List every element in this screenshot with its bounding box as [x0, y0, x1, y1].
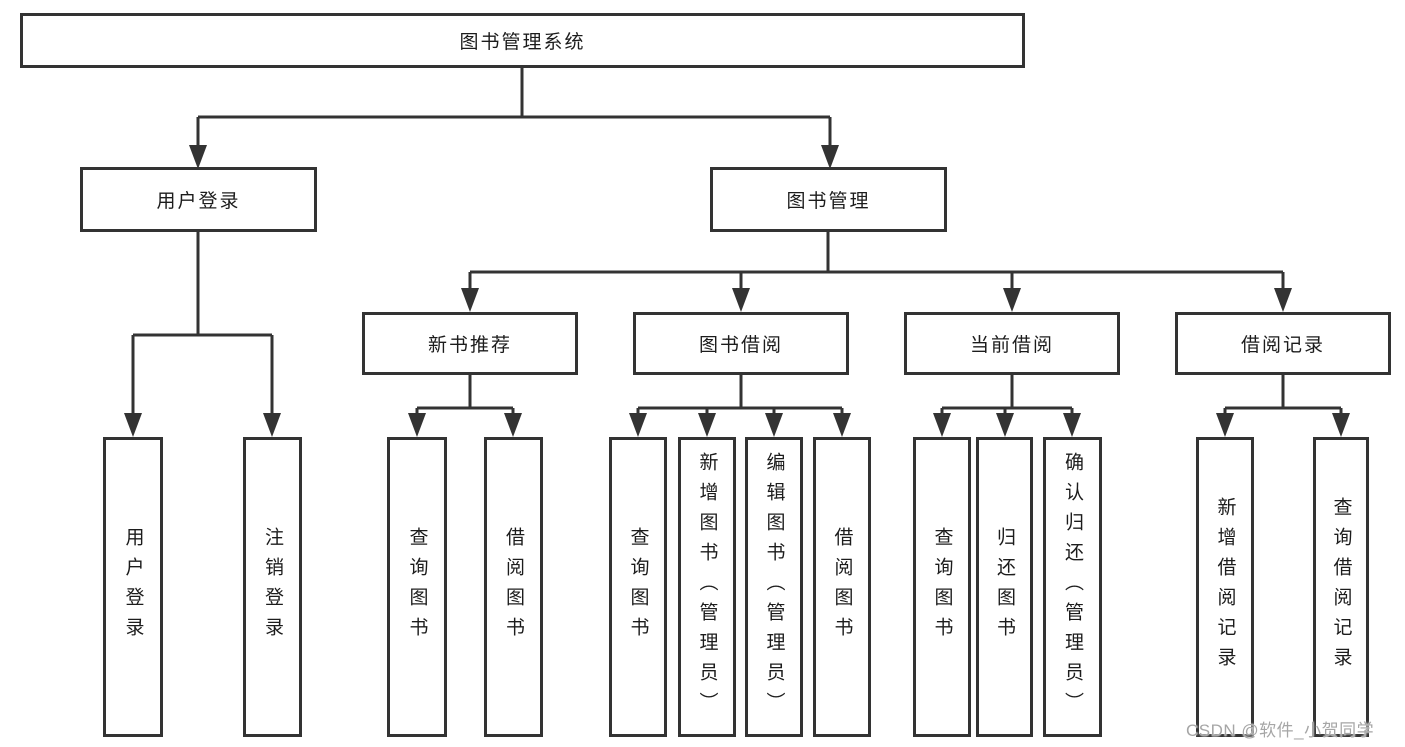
- node-label: 图书管理: [786, 191, 871, 212]
- node-label: 新书推荐: [427, 335, 512, 356]
- leaf-edit-book-admin: 编辑图书（管理员）: [745, 437, 803, 737]
- leaf-add-borrow-record: 新增借阅记录: [1196, 437, 1254, 737]
- leaf-add-book-admin: 新增图书（管理员）: [678, 437, 736, 737]
- leaf-label: 查询图书: [406, 527, 428, 647]
- node-label: 图书管理系统: [459, 32, 586, 53]
- leaf-return-books: 归还图书: [976, 437, 1033, 737]
- arrow-down-icon: [698, 413, 716, 437]
- arrow-down-icon: [833, 413, 851, 437]
- arrow-down-icon: [263, 413, 281, 437]
- leaf-borrow-books-2: 借阅图书: [813, 437, 871, 737]
- leaf-label: 查询图书: [931, 527, 953, 647]
- arrowheads: [124, 145, 1350, 437]
- leaf-query-books-3: 查询图书: [913, 437, 971, 737]
- leaf-label: 用户登录: [122, 527, 144, 647]
- arrow-down-icon: [821, 145, 839, 169]
- leaf-label: 新增借阅记录: [1214, 497, 1236, 677]
- node-label: 用户登录: [156, 191, 241, 212]
- arrow-down-icon: [504, 413, 522, 437]
- arrow-down-icon: [461, 288, 479, 312]
- watermark-csdn: CSDN @软件_小贺同学: [1186, 721, 1375, 740]
- leaf-label: 确认归还（管理员）: [1062, 452, 1083, 722]
- leaf-logout: 注销登录: [243, 437, 302, 737]
- arrow-down-icon: [933, 413, 951, 437]
- node-book-borrowing: 图书借阅: [633, 312, 849, 375]
- node-new-book-recommendation: 新书推荐: [362, 312, 578, 375]
- node-label: 当前借阅: [969, 335, 1054, 356]
- leaf-query-borrow-record: 查询借阅记录: [1313, 437, 1369, 737]
- arrow-down-icon: [1216, 413, 1234, 437]
- leaf-label: 借阅图书: [831, 527, 853, 647]
- arrow-down-icon: [1274, 288, 1292, 312]
- leaf-borrow-books-1: 借阅图书: [484, 437, 543, 737]
- node-user-login: 用户登录: [80, 167, 317, 232]
- leaf-label: 查询借阅记录: [1330, 497, 1352, 677]
- leaf-label: 借阅图书: [503, 527, 524, 647]
- leaf-confirm-return-admin: 确认归还（管理员）: [1043, 437, 1102, 737]
- leaf-label: 查询图书: [627, 527, 649, 647]
- leaf-user-login: 用户登录: [103, 437, 163, 737]
- arrow-down-icon: [1332, 413, 1350, 437]
- leaf-label: 归还图书: [994, 527, 1015, 647]
- node-library-management-system: 图书管理系统: [20, 13, 1025, 68]
- arrow-down-icon: [629, 413, 647, 437]
- leaf-label: 新增图书（管理员）: [696, 452, 718, 722]
- leaf-label: 注销登录: [262, 527, 283, 647]
- arrow-down-icon: [1063, 413, 1081, 437]
- node-book-management: 图书管理: [710, 167, 947, 232]
- arrow-down-icon: [124, 413, 142, 437]
- leaf-query-books-1: 查询图书: [387, 437, 447, 737]
- leaf-label: 编辑图书（管理员）: [763, 452, 785, 722]
- node-current-borrowing: 当前借阅: [904, 312, 1120, 375]
- arrow-down-icon: [408, 413, 426, 437]
- connector-paths: [131, 66, 1343, 415]
- leaf-query-books-2: 查询图书: [609, 437, 667, 737]
- arrow-down-icon: [189, 145, 207, 169]
- arrow-down-icon: [1003, 288, 1021, 312]
- node-label: 图书借阅: [698, 335, 783, 356]
- arrow-down-icon: [765, 413, 783, 437]
- arrow-down-icon: [732, 288, 750, 312]
- node-label: 借阅记录: [1240, 335, 1325, 356]
- arrow-down-icon: [996, 413, 1014, 437]
- node-borrowing-records: 借阅记录: [1175, 312, 1391, 375]
